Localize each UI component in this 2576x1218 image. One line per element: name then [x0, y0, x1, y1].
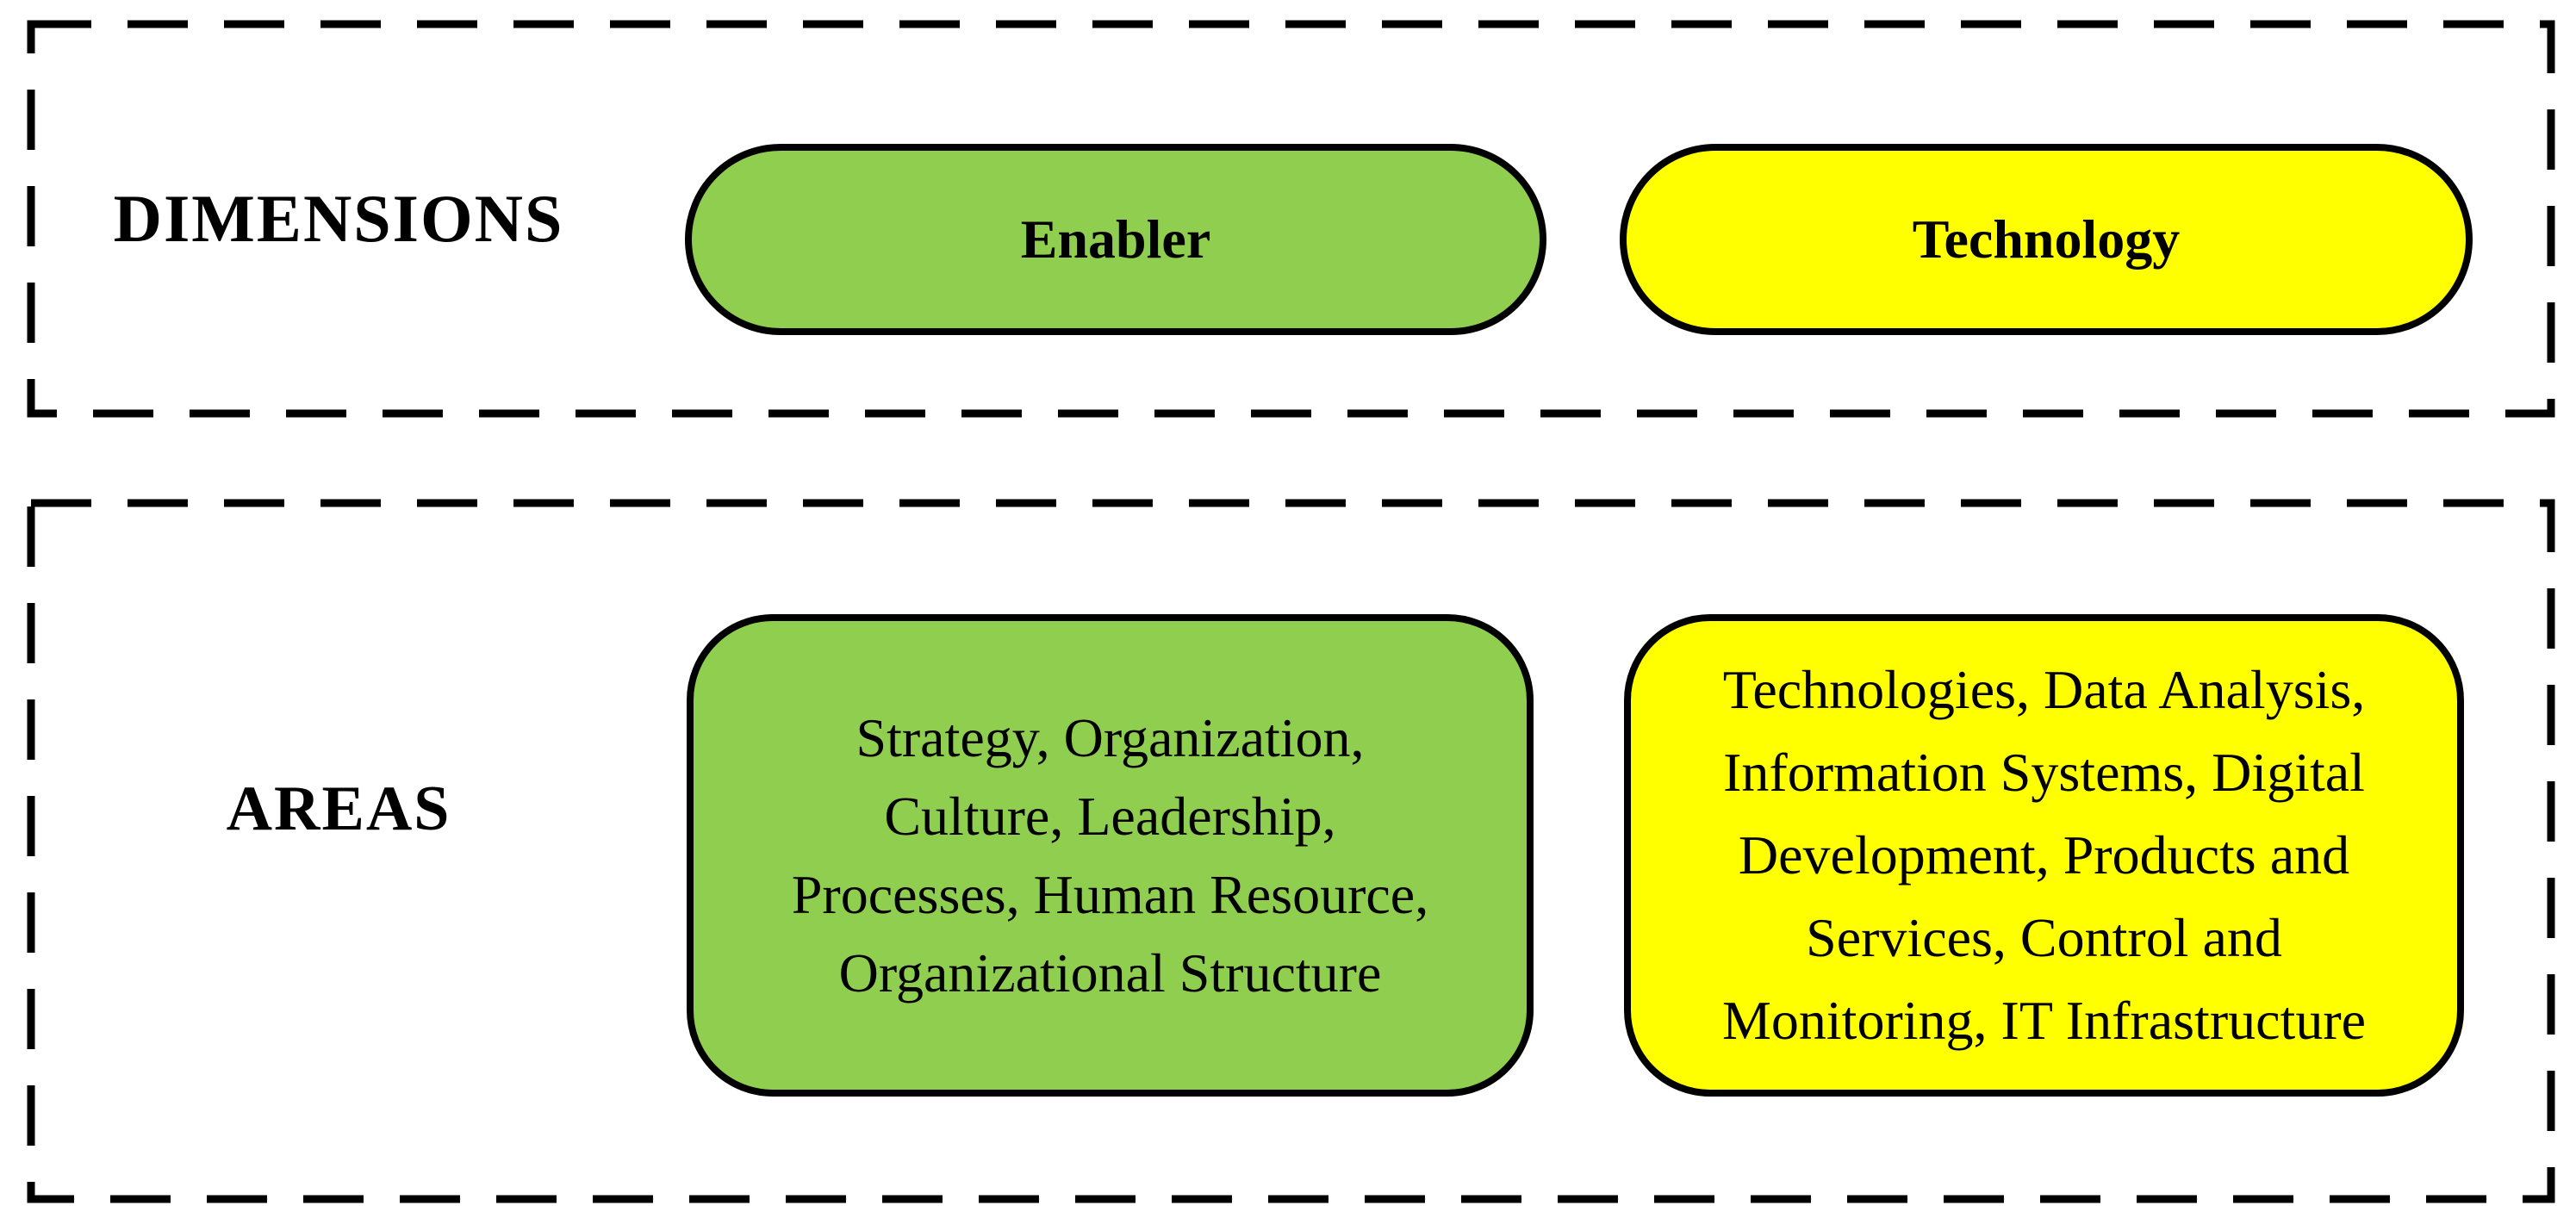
enabler-areas-text-line: Processes, Human Resource, [791, 864, 1429, 925]
areas-row-label: AREAS [226, 773, 451, 844]
enabler-dimension-pill: Enabler [685, 144, 1546, 335]
areas-section-border [27, 499, 2555, 1203]
technology-areas-text-line: Monitoring, IT Infrastructure [1721, 990, 2367, 1051]
enabler-dimension-label: Enabler [1020, 208, 1211, 270]
enabler-areas-text-line: Strategy, Organization, [856, 707, 1365, 768]
technology-areas-text-line: Development, Products and [1738, 824, 2350, 886]
enabler-areas-box: Strategy, Organization, Culture, Leaders… [687, 614, 1534, 1097]
technology-dimension-label: Technology [1912, 208, 2181, 270]
technology-areas-text-line: Technologies, Data Analysis, [1722, 659, 2366, 720]
technology-dimension-pill: Technology [1620, 144, 2473, 335]
dimensions-section-border [27, 20, 2555, 418]
technology-areas-text-line: Information Systems, Digital [1723, 742, 2365, 803]
enabler-areas-text-line: Organizational Structure [838, 942, 1382, 1004]
technology-areas-text-line: Services, Control and [1806, 907, 2282, 968]
technology-areas-box: Technologies, Data Analysis, Information… [1624, 614, 2464, 1097]
dimensions-row-label: DIMENSIONS [113, 181, 564, 256]
enabler-areas-text-line: Culture, Leadership, [884, 786, 1336, 847]
